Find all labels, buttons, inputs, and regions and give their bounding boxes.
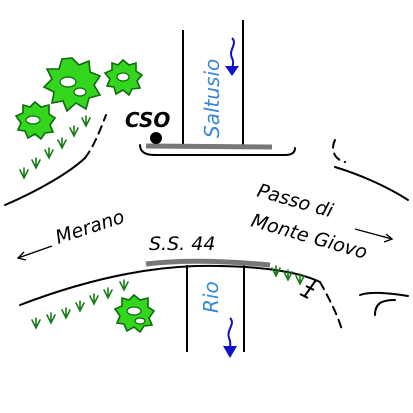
tree-icon	[103, 58, 144, 97]
grass-icon	[19, 115, 305, 330]
merano-direction-arrow	[16, 245, 53, 261]
passo-label-line2: Monte Giovo	[249, 210, 370, 264]
road-north-edge-left	[4, 114, 296, 206]
bridge-south	[145, 258, 271, 268]
saltusio-label: Saltusio	[200, 59, 224, 138]
rio-label: Rio	[199, 281, 223, 313]
barrier-symbol	[299, 279, 317, 299]
merano-label: Merano	[53, 206, 128, 249]
road-north-edge-right	[332, 139, 409, 201]
road-label: S.S. 44	[149, 233, 215, 255]
saltusio-river	[182, 20, 244, 145]
tree-icon	[14, 100, 57, 141]
cso-label: CSO	[125, 108, 170, 132]
bridge-north	[145, 143, 273, 150]
cso-marker	[150, 132, 162, 144]
passo-direction-arrow	[354, 228, 394, 243]
tree-icon	[113, 293, 156, 334]
rio-river	[186, 265, 245, 352]
flow-arrow-saltusio	[225, 37, 239, 76]
flow-arrow-rio	[223, 317, 237, 358]
tree-icon	[42, 57, 102, 113]
